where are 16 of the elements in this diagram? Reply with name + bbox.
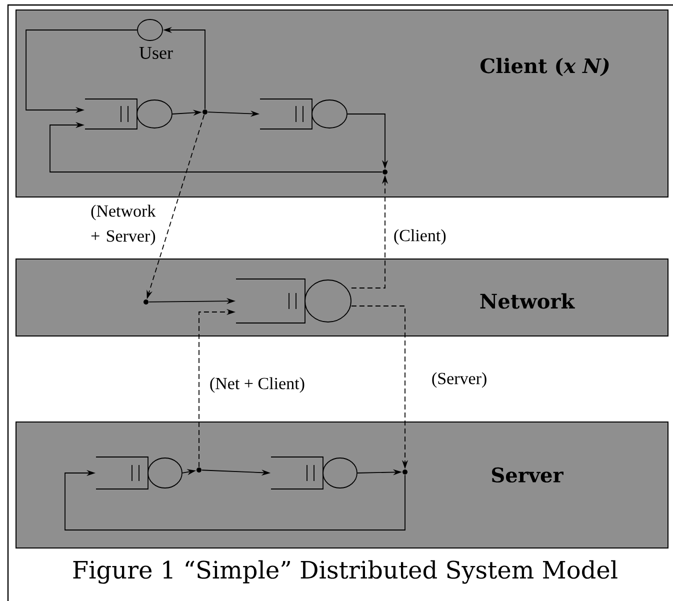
- band-title: Client (x N): [480, 58, 609, 76]
- queue-symbol: [96, 456, 182, 490]
- edge-label: (Network + Server): [90, 204, 160, 246]
- arrow: [50, 122, 382, 172]
- arrow: [64, 470, 406, 530]
- caption: Figure 1 “Simple” Distributed System Model: [73, 560, 618, 584]
- edge-label: (Net + Client): [208, 376, 306, 394]
- edge-label: (Server): [430, 371, 488, 389]
- queue-symbol: [84, 98, 172, 130]
- band-title: Network: [480, 293, 575, 309]
- queue-symbol: [260, 98, 348, 130]
- edge-label: (Client): [392, 228, 448, 246]
- queue-symbol: [270, 456, 358, 490]
- band-title: Server: [492, 467, 564, 483]
- node-label: User: [139, 47, 173, 59]
- queue-symbol: [236, 278, 352, 324]
